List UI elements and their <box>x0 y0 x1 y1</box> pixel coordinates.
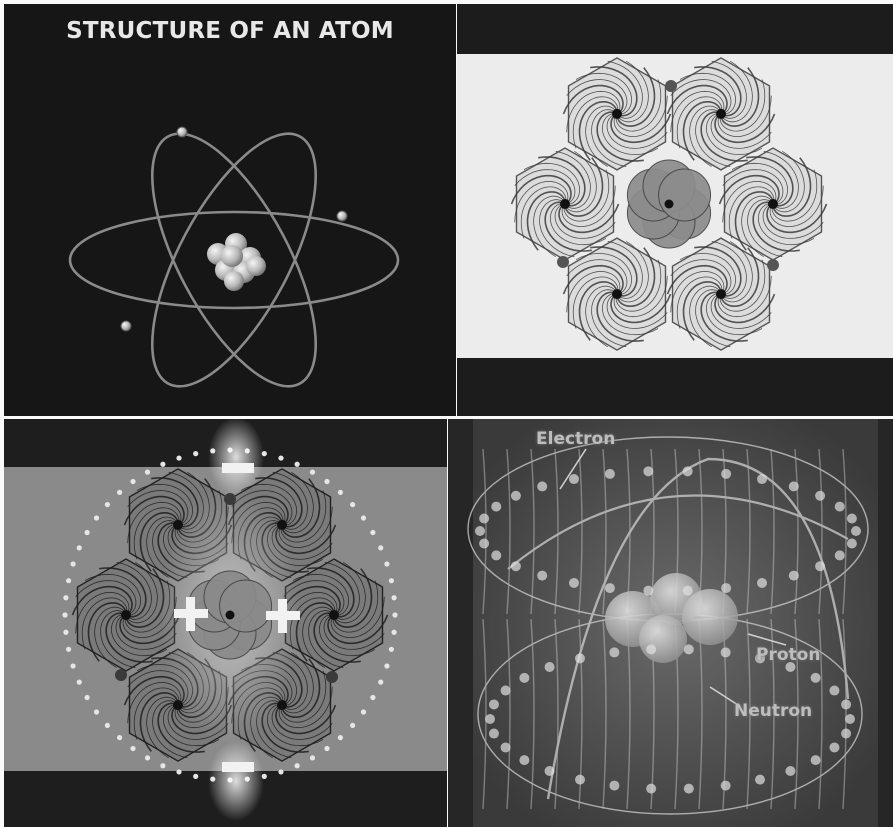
toroidal-structure-panel: Electron Proton Neutron <box>448 419 893 827</box>
label-pointers <box>559 448 787 706</box>
electron-right <box>336 210 348 222</box>
vortex-5 <box>510 147 620 261</box>
vortex-diagram <box>457 54 893 358</box>
vortex-1 <box>666 57 776 171</box>
charge-symbols <box>174 463 300 772</box>
vortex-ring <box>510 57 828 351</box>
center-nucleus <box>187 570 273 660</box>
orbit-left <box>150 132 318 388</box>
vortex-6 <box>562 57 672 171</box>
electron-label: Electron <box>536 429 616 449</box>
vortex-4 <box>562 237 672 351</box>
electron-left <box>120 320 132 332</box>
atom-structure-panel: STRUCTURE OF AN ATOM <box>4 4 456 416</box>
proton-label: Proton <box>756 645 821 665</box>
electron-top <box>176 126 188 138</box>
orbit-right <box>150 132 318 388</box>
atom-structure-title: STRUCTURE OF AN ATOM <box>66 18 394 44</box>
center-nucleus <box>626 159 712 249</box>
charged-vortex-panel <box>4 419 447 827</box>
electron-beads <box>475 466 861 794</box>
electron-orbits <box>68 132 400 388</box>
neutron-label: Neutron <box>734 701 813 721</box>
vortex-2 <box>718 147 828 261</box>
dotted-boundary <box>62 447 398 783</box>
atom-orbit-diagram <box>68 126 400 388</box>
node-dots <box>115 493 338 683</box>
electrons <box>120 126 348 332</box>
nucleus <box>207 233 266 291</box>
charged-vortex-diagram <box>4 419 447 821</box>
vortex-pattern-panel <box>457 4 893 416</box>
orbit-horizontal <box>68 210 400 310</box>
node-dots <box>557 80 779 271</box>
toroidal-diagram <box>448 419 893 827</box>
